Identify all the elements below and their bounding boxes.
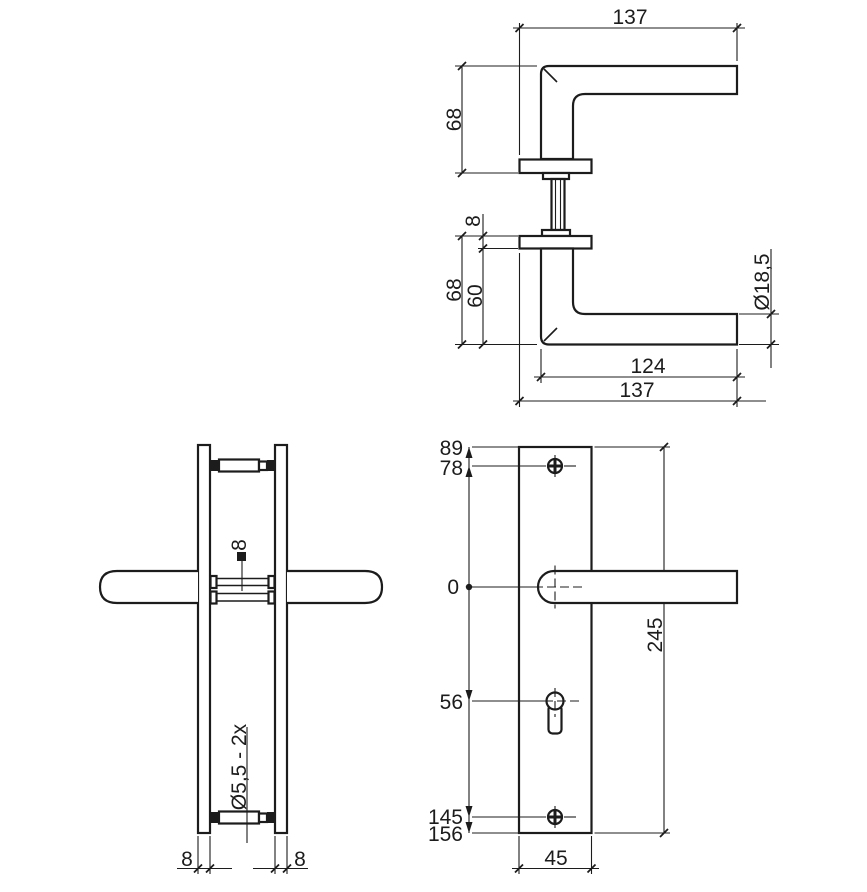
dim-label-top-edge: 89 <box>440 437 463 460</box>
lever-front <box>536 569 739 605</box>
dim-label-length-bottom: 137 <box>619 379 654 402</box>
top-screw <box>546 455 576 477</box>
lower-lever-miter-line <box>543 327 558 342</box>
dim-plate-height: 245 <box>594 442 670 838</box>
dim-grip-diameter: Ø18,5 <box>739 249 779 368</box>
lower-rosette <box>518 234 593 250</box>
backplate <box>517 445 593 835</box>
arrow-down-145 <box>465 806 473 817</box>
dim-label-bottom-screw: 145 <box>428 806 463 829</box>
bottom-screw <box>546 806 576 828</box>
dim-label-neck-height: 60 <box>464 284 487 307</box>
bottom-connector <box>210 810 276 825</box>
square-section-symbol <box>237 552 246 561</box>
top-connector <box>210 458 276 473</box>
left-grip <box>98 569 198 605</box>
arrow-down-156 <box>465 822 473 833</box>
spindle-shaft <box>550 177 566 232</box>
dim-length-bottom: 137 <box>513 253 766 407</box>
right-grip <box>287 569 384 605</box>
arrow-down-56 <box>465 690 473 701</box>
dim-rosette-thickness: 8 <box>455 214 518 345</box>
dim-label-plate-thickness-right: 8 <box>294 848 306 871</box>
arrow-up-89 <box>465 447 473 458</box>
dim-label-handle-axis: 0 <box>447 576 459 599</box>
upper-rosette <box>518 158 593 175</box>
dim-label-rosette-thickness: 8 <box>462 215 485 227</box>
dim-plate-width: 45 <box>512 836 599 874</box>
dim-label-bottom-edge: 156 <box>428 823 463 846</box>
dim-height-upper: 68 <box>443 61 537 178</box>
dim-label-top-screw: 78 <box>440 457 463 480</box>
dim-neck-height: 60 <box>464 284 488 350</box>
dim-plate-thickness: 8 8 <box>177 836 308 874</box>
lever-side-view: 137 68 8 68 <box>443 6 779 407</box>
ordinate-dimensions: 89 78 0 56 145 156 <box>428 437 546 846</box>
dim-label-screw-hole: Ø5,5 - 2x <box>228 723 251 810</box>
dim-label-length-top: 137 <box>612 6 647 29</box>
screw-hole-callout: Ø5,5 - 2x <box>228 723 251 843</box>
upper-lever-outline <box>539 64 739 161</box>
dim-label-spindle-size: 8 <box>228 539 251 551</box>
dim-label-plate-width: 45 <box>544 847 567 870</box>
dim-length-top: 137 <box>513 6 745 155</box>
dim-label-height-lower: 68 <box>443 278 466 301</box>
upper-lever-miter-line <box>543 68 558 83</box>
dim-height-lower: 68 <box>443 231 537 350</box>
spindle-callout: 8 <box>228 539 251 591</box>
dim-label-plate-thickness-left: 8 <box>181 848 193 871</box>
lower-lever-outline <box>539 247 739 346</box>
plate-front-view: 245 <box>428 437 739 874</box>
dim-label-grip-length: 124 <box>630 355 665 378</box>
arrow-up-78 <box>465 466 473 477</box>
dim-label-height-upper: 68 <box>443 108 466 131</box>
dim-label-plate-height: 245 <box>644 617 667 652</box>
dim-label-grip-diameter: Ø18,5 <box>751 253 774 310</box>
origin-dot <box>465 583 473 591</box>
keyhole <box>544 688 579 735</box>
dim-grip-length: 124 <box>534 349 745 407</box>
right-plate <box>273 443 289 835</box>
plate-side-view: 8 Ø5,5 - 2x 8 8 <box>98 443 384 874</box>
dim-label-keyhole: 56 <box>440 691 463 714</box>
left-plate <box>196 443 212 835</box>
